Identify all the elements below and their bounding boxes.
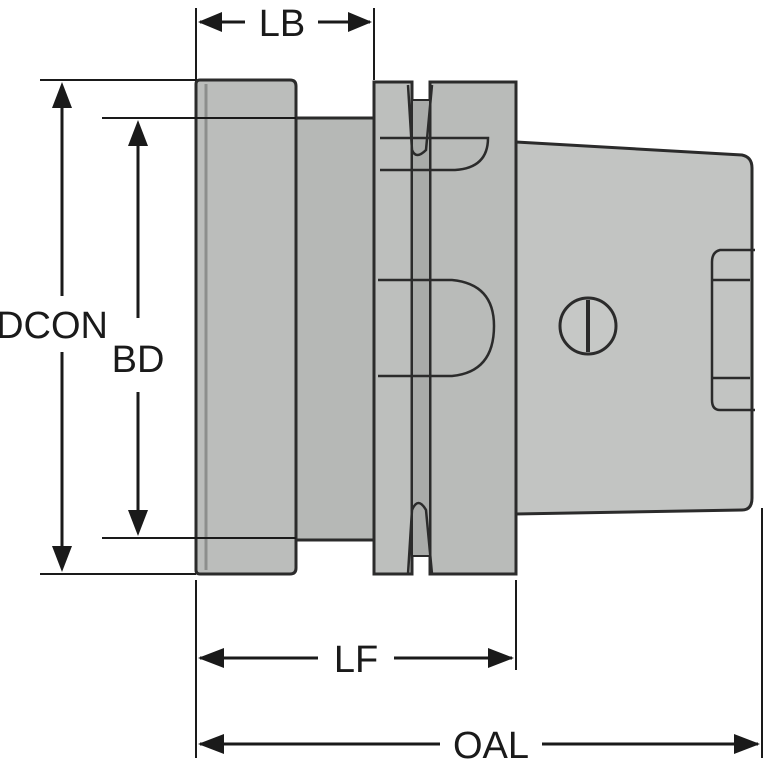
groove-gap	[411, 99, 431, 557]
drive-slot	[710, 248, 755, 412]
dcon-arrow-top	[52, 82, 72, 108]
dcon-arrow-bottom	[52, 546, 72, 572]
lb-arrow-left	[198, 12, 222, 32]
front-flange	[194, 78, 298, 576]
taper-shank	[514, 140, 754, 516]
bd-dimension: BD	[102, 117, 296, 539]
dcon-dimension: DCON	[0, 79, 196, 575]
keyway-middle	[378, 278, 496, 378]
oal-label: OAL	[453, 725, 529, 767]
lf-dimension: LF	[195, 580, 517, 758]
bd-arrow-top	[128, 120, 148, 146]
lf-arrow-left	[198, 648, 224, 668]
dimension-annotations: LB DCON BD	[0, 3, 763, 767]
lb-label: LB	[259, 3, 305, 45]
flange-collar	[428, 80, 518, 576]
lf-label: LF	[334, 639, 378, 681]
v-notch-bottom	[406, 501, 434, 575]
keyway-top	[380, 136, 490, 172]
dcon-label: DCON	[0, 305, 108, 347]
oal-arrow-right	[734, 734, 760, 754]
lf-arrow-right	[488, 648, 514, 668]
bd-label: BD	[112, 339, 165, 381]
lb-dimension: LB	[195, 3, 375, 80]
lb-arrow-right	[348, 12, 372, 32]
bd-arrow-bottom	[128, 510, 148, 536]
v-notch-top	[406, 84, 434, 157]
neck	[294, 116, 376, 542]
groove-ring	[372, 80, 414, 576]
tool-holder-body	[194, 78, 755, 576]
oal-arrow-left	[198, 734, 224, 754]
oal-dimension: OAL	[198, 508, 763, 767]
